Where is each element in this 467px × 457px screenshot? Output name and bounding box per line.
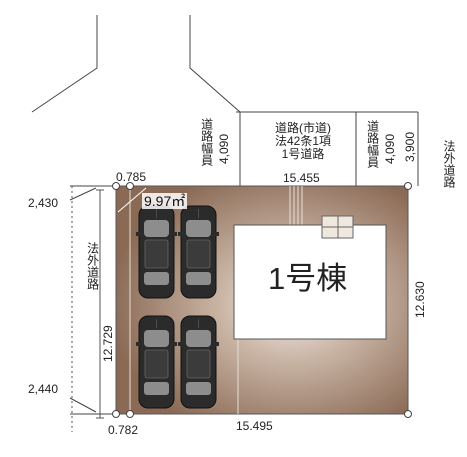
left-road-boundary	[71, 186, 104, 432]
road-title-line2: 法42条1項	[274, 134, 332, 148]
car-icon	[178, 205, 219, 299]
left-road-label: 法外道路	[85, 242, 100, 290]
bottom-corner-value: 0.782	[108, 423, 139, 437]
car-icon	[136, 315, 177, 409]
road-width-dimension-left	[236, 111, 244, 187]
road-width-right-value: 4,090	[383, 133, 397, 164]
road-width-left-label: 道路幅員	[199, 118, 214, 166]
left-bottom-offset: 2,440	[28, 382, 59, 396]
building-label: 1号棟	[268, 261, 348, 296]
road-outline	[31, 15, 419, 186]
road-title: 道路(市道) 法42条1項 1号道路	[258, 122, 348, 161]
corner-area: 9.97㎡	[142, 193, 188, 209]
right-road-width: 3,900	[403, 131, 417, 162]
car-icon	[136, 205, 177, 299]
entrance-box	[321, 215, 354, 239]
road-width-dimension-right	[352, 111, 360, 187]
bottom-length: 15.495	[236, 419, 273, 433]
road-width-left-value: 4,090	[217, 133, 231, 164]
right-side-length: 12.630	[413, 281, 427, 318]
driveway-strip	[289, 186, 303, 232]
offset-dimension-lines	[69, 185, 118, 415]
building-1	[233, 224, 387, 340]
top-corner-value: 0.785	[116, 170, 147, 184]
road-title-line3: 1号道路	[281, 147, 325, 161]
parking-cars	[136, 205, 219, 409]
right-road-label: 法外道路	[442, 140, 456, 188]
road-frontage-length: 15.455	[283, 171, 320, 185]
road-width-right-label: 道路幅員	[365, 120, 380, 168]
left-top-offset: 2,430	[28, 196, 59, 210]
left-side-length: 12.729	[101, 325, 115, 362]
road-title-line1: 道路(市道)	[275, 121, 331, 135]
corner-cut	[117, 187, 147, 213]
corner-markers	[112, 182, 412, 418]
car-icon	[178, 315, 219, 409]
